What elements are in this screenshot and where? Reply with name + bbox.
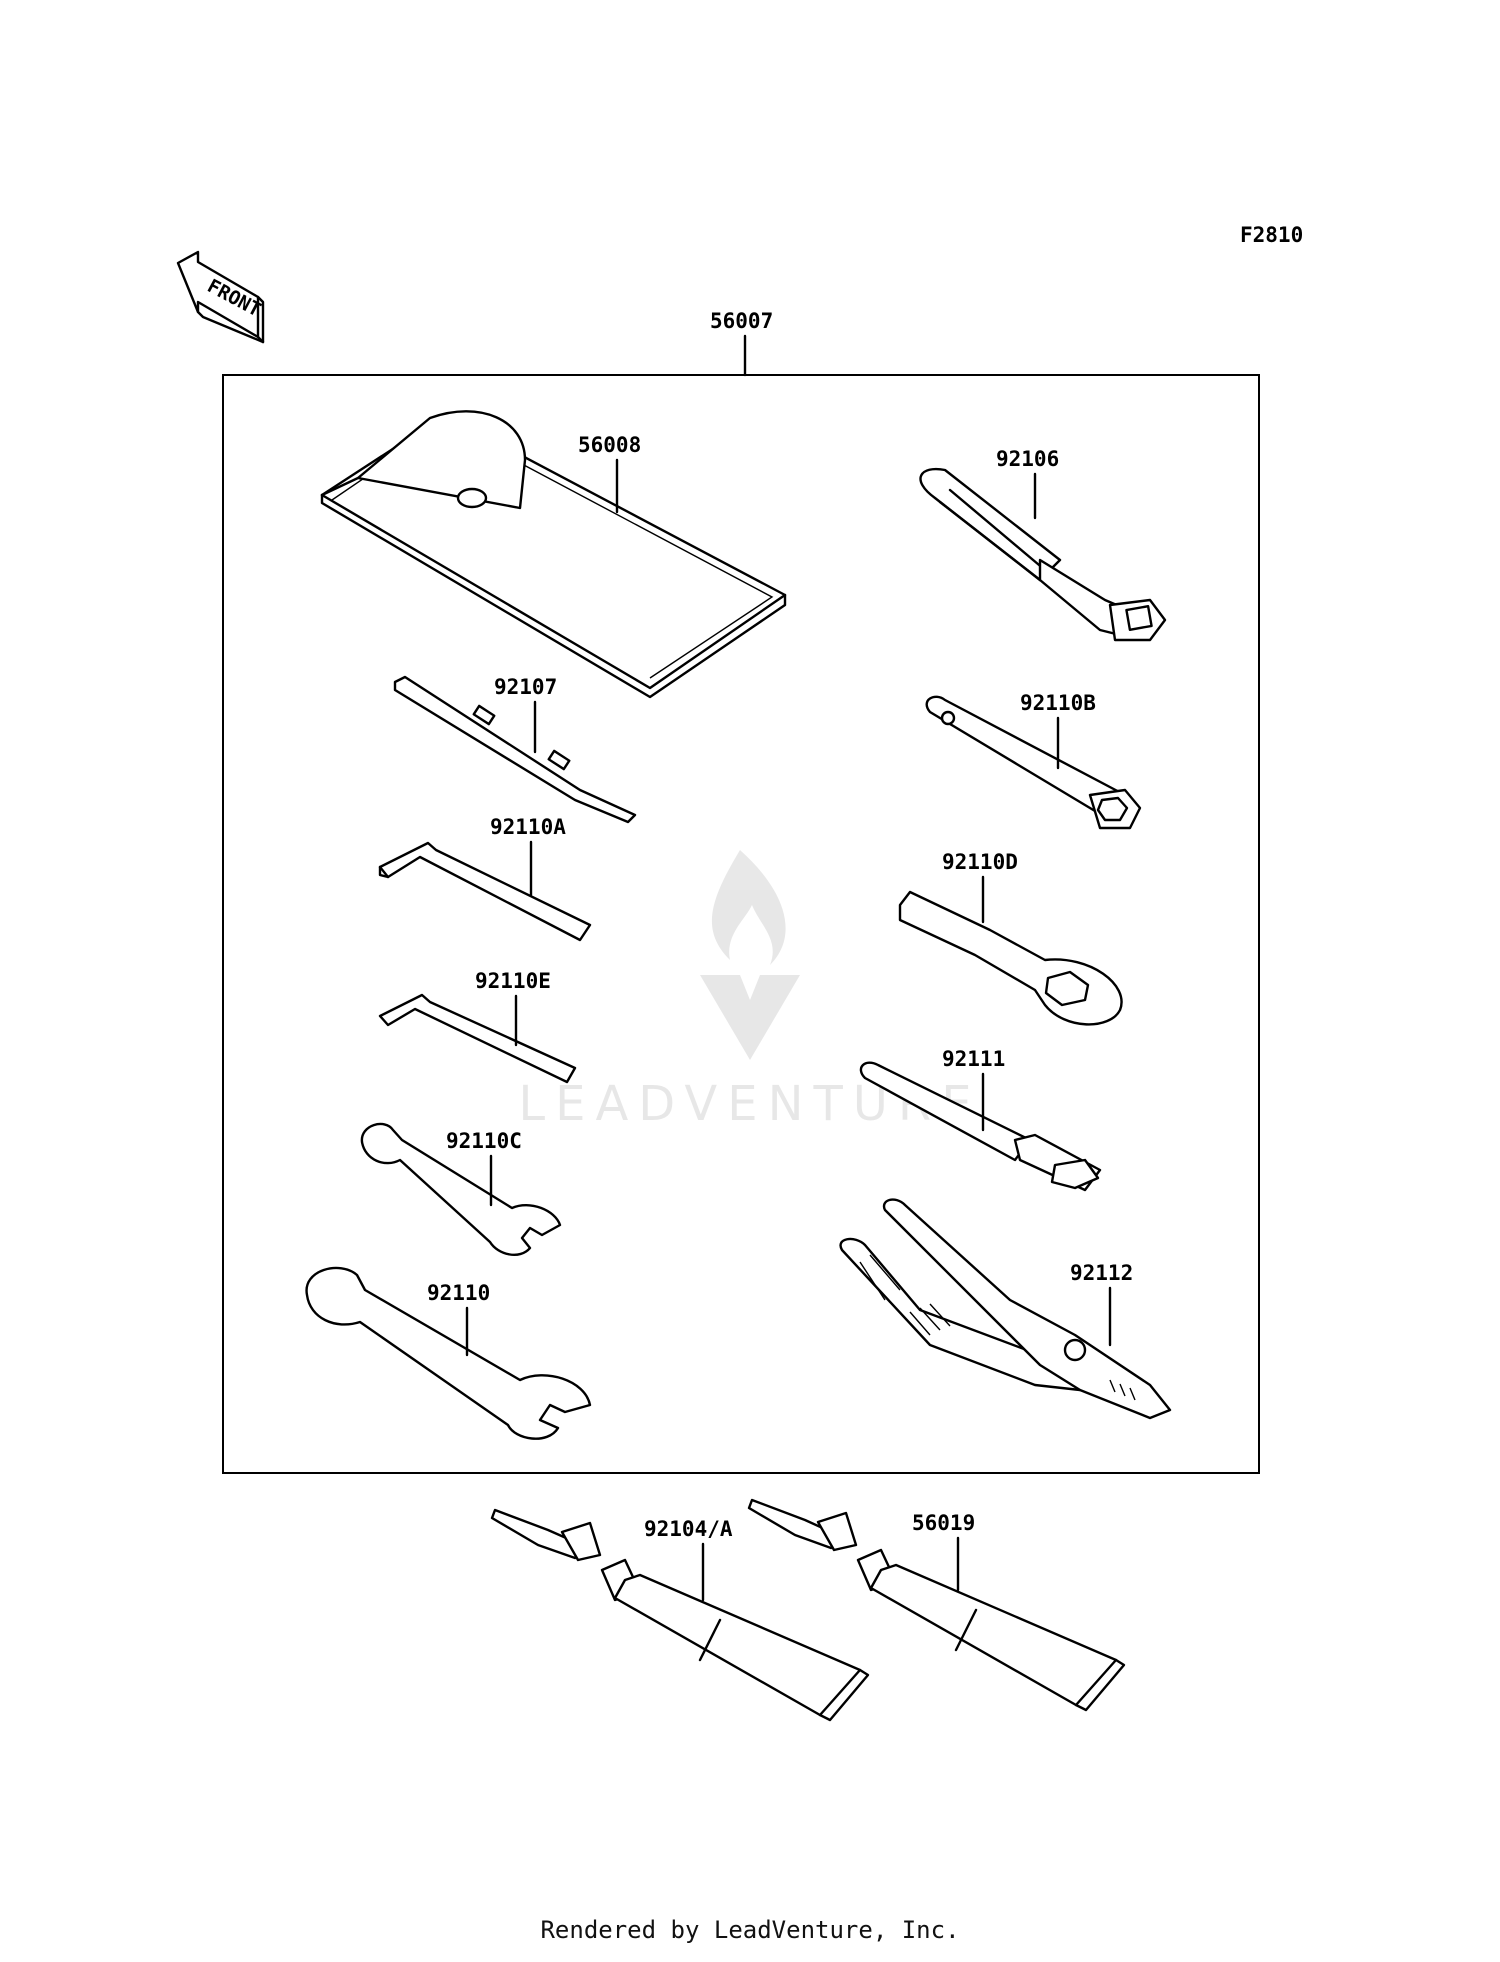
part-label-92111: 92111 [942, 1047, 1005, 1071]
part-label-92104-a: 92104/A [644, 1517, 733, 1541]
screwdriver-bit [393, 675, 637, 824]
part-label-56007: 56007 [710, 309, 773, 333]
kit-frame [222, 374, 1260, 1474]
part-label-92110C: 92110C [446, 1129, 522, 1153]
extension-bar [859, 1061, 1102, 1192]
footer-credit: Rendered by LeadVenture, Inc. [540, 1916, 960, 1944]
pliers [839, 1198, 1172, 1420]
box-wrench [925, 695, 1142, 830]
open-end-wrench [305, 1266, 592, 1440]
part-label-56019: 56019 [912, 1511, 975, 1535]
front-arrow-icon: FRONT [176, 250, 264, 344]
part-label-92110D: 92110D [942, 850, 1018, 874]
part-label-56008: 56008 [578, 433, 641, 457]
part-label-92106: 92106 [996, 447, 1059, 471]
ring-wrench [898, 890, 1123, 1026]
part-label-92110: 92110 [427, 1281, 490, 1305]
diagram-code: F2810 [1240, 223, 1303, 247]
part-label-92110A: 92110A [490, 815, 566, 839]
sealant-tube [747, 1498, 1126, 1712]
part-label-92110E: 92110E [475, 969, 551, 993]
tool-pouch [320, 410, 787, 699]
grease-tube [490, 1508, 870, 1722]
hex-key-a [378, 841, 592, 942]
part-label-92107: 92107 [494, 675, 557, 699]
screwdriver-handle [919, 467, 1167, 642]
open-end-wrench-c [360, 1122, 562, 1256]
hex-key-e [378, 993, 577, 1084]
part-label-92112: 92112 [1070, 1261, 1133, 1285]
part-label-92110B: 92110B [1020, 691, 1096, 715]
